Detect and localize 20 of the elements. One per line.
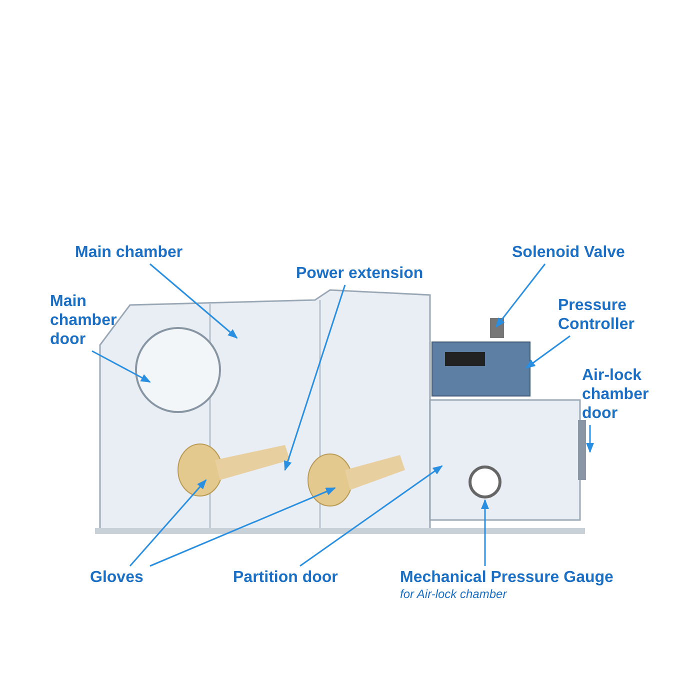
callout-label: Partition door — [233, 568, 363, 587]
leader-line — [481, 499, 489, 566]
leader-line — [150, 263, 238, 339]
callout-label: Solenoid Valve — [512, 243, 652, 262]
callout-label: Main chamber — [75, 243, 215, 262]
callout-label: Air-lock chamber door — [582, 366, 672, 423]
leader-line — [150, 487, 336, 567]
leader-line — [300, 465, 443, 567]
callout-label: Pressure Controller — [558, 296, 658, 334]
leader-line — [284, 284, 346, 471]
callout-label: Gloves — [90, 568, 160, 587]
callout-label: Main chamber door — [50, 292, 130, 349]
leader-line — [586, 425, 594, 453]
leader-line — [92, 350, 151, 383]
callout-label: Mechanical Pressure Gauge — [400, 568, 614, 587]
leader-line — [525, 335, 570, 369]
leader-line — [495, 264, 546, 328]
callout-note: for Air-lock chamber — [400, 587, 508, 602]
leader-line — [129, 479, 207, 566]
callout-label: Power extension — [296, 264, 456, 283]
